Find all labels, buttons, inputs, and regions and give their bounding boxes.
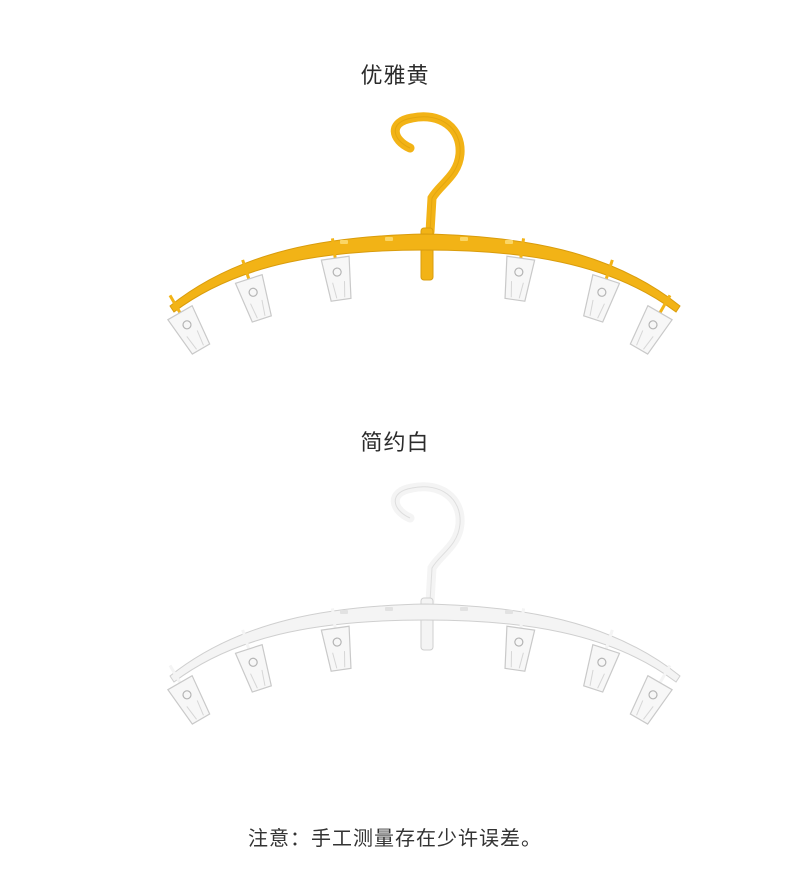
- clip-groove: [589, 669, 594, 686]
- clip-body: [167, 304, 211, 355]
- clip-spring: [248, 657, 258, 667]
- clip-groove: [597, 673, 605, 689]
- clip-groove: [186, 336, 197, 350]
- clip-spring: [332, 267, 342, 277]
- clip-spring: [648, 690, 658, 700]
- clip-groove: [589, 299, 594, 316]
- clip-body: [582, 273, 621, 323]
- clip-groove: [196, 330, 204, 346]
- clip-spring: [248, 287, 258, 297]
- hook-outline: [394, 486, 461, 603]
- clothespin-icon: [629, 664, 673, 725]
- clip-body: [582, 643, 621, 693]
- clip-groove: [250, 673, 258, 689]
- clip-groove: [332, 282, 338, 299]
- clip-groove: [518, 282, 524, 299]
- clothespin-icon: [320, 608, 352, 672]
- clothespin-icon: [582, 629, 621, 693]
- clip-body: [320, 255, 352, 302]
- bar-slot: [460, 237, 468, 241]
- clip-groove: [186, 706, 197, 720]
- clip-body: [167, 674, 211, 725]
- clip-spring: [182, 690, 192, 700]
- bar-slot: [460, 607, 468, 611]
- clip-spring: [597, 657, 607, 667]
- bar-slot: [505, 610, 513, 614]
- clothespin-icon: [234, 259, 273, 323]
- clip-groove: [343, 651, 346, 668]
- clip-groove: [250, 303, 258, 319]
- clip-spring: [648, 320, 658, 330]
- white-hanger-image: [167, 482, 681, 725]
- clip-spring: [597, 287, 607, 297]
- bar-slot: [340, 610, 348, 614]
- hook-icon: [390, 112, 465, 237]
- clip-body: [504, 625, 536, 672]
- clip-spring: [332, 637, 342, 647]
- clip-spring: [514, 637, 524, 647]
- clip-body: [320, 625, 352, 672]
- clothespin-icon: [629, 294, 673, 355]
- variant-label-yellow: 优雅黄: [360, 64, 430, 89]
- clip-groove: [636, 700, 644, 716]
- clothespin-icon: [504, 238, 536, 302]
- clip-groove: [643, 336, 654, 350]
- clip-groove: [510, 281, 513, 298]
- bar-slot: [385, 237, 393, 241]
- clip-groove: [261, 299, 266, 316]
- clip-groove: [343, 281, 346, 298]
- clip-body: [629, 674, 673, 725]
- clip-body: [629, 304, 673, 355]
- clothespin-icon: [167, 664, 211, 725]
- clip-groove: [196, 700, 204, 716]
- hook-icon: [390, 482, 465, 607]
- clothespin-icon: [320, 238, 352, 302]
- clip-groove: [636, 330, 644, 346]
- clip-body: [234, 643, 273, 693]
- clip-spring: [514, 267, 524, 277]
- clip-groove: [510, 651, 513, 668]
- hanger-bar: [169, 233, 681, 313]
- clothespin-icon: [234, 629, 273, 693]
- clip-groove: [261, 669, 266, 686]
- clip-body: [234, 273, 273, 323]
- clothespin-icon: [504, 608, 536, 672]
- variant-label-white: 简约白: [360, 431, 430, 456]
- bar-slot: [340, 240, 348, 244]
- bar-slot: [505, 240, 513, 244]
- clip-groove: [518, 652, 524, 669]
- clip-body: [504, 255, 536, 302]
- clothespin-icon: [167, 294, 211, 355]
- bar-slot: [385, 607, 393, 611]
- measurement-note: 注意：手工测量存在少许误差。: [248, 826, 542, 850]
- hanger-bar: [169, 603, 681, 683]
- clothespin-icon: [582, 259, 621, 323]
- yellow-hanger-image: [167, 112, 681, 355]
- clip-spring: [182, 320, 192, 330]
- clip-groove: [643, 706, 654, 720]
- clip-groove: [597, 303, 605, 319]
- clip-groove: [332, 652, 338, 669]
- hook-outline: [394, 116, 461, 233]
